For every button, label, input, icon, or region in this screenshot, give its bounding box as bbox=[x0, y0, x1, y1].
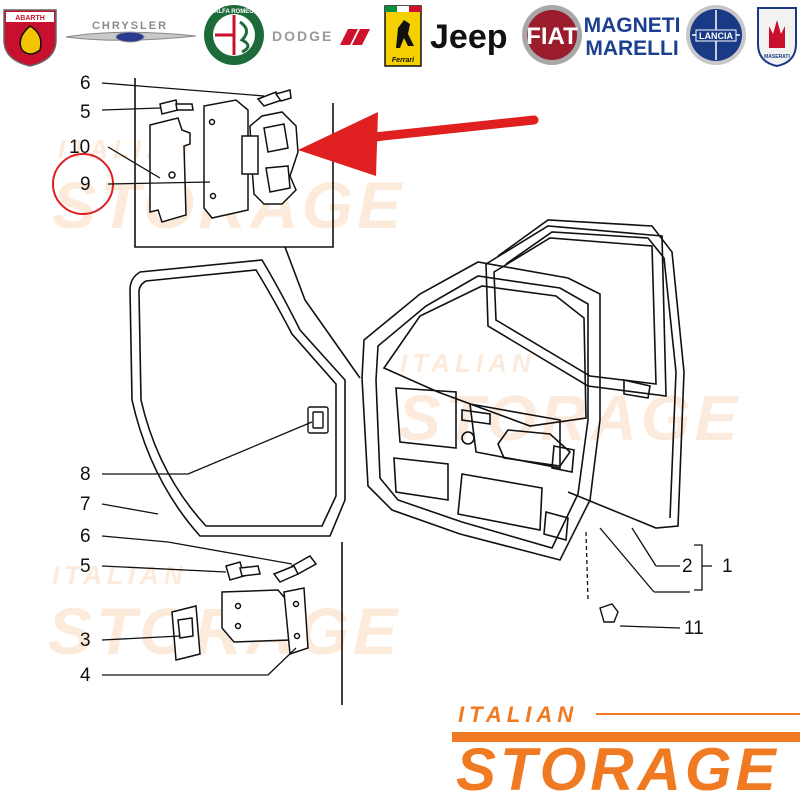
alfa-romeo-logo-text: ALFA ROMEO bbox=[214, 9, 254, 15]
door-cutout-upper-left bbox=[395, 387, 457, 449]
seal-clip-pad bbox=[307, 406, 329, 434]
upper-bolt-head bbox=[159, 99, 179, 115]
logo-bar bbox=[452, 732, 800, 742]
callout-labels: 6 5 10 9 8 7 6 5 3 4 2 1 11 bbox=[69, 73, 733, 686]
highlight-arrow bbox=[298, 112, 539, 176]
upper-hinge-assembly bbox=[149, 89, 299, 223]
lower-hinge-body-plate bbox=[221, 589, 291, 643]
dodge-logo-text: DODGE bbox=[272, 28, 333, 44]
upper-shim-hole bbox=[168, 171, 176, 179]
callout-top-9: 9 bbox=[80, 174, 91, 195]
upper-shim-plate bbox=[149, 117, 191, 223]
dodge-logo[interactable]: DODGE bbox=[272, 28, 370, 45]
lower-stud-tip bbox=[272, 565, 300, 583]
callout-right-2: 2 bbox=[682, 556, 693, 577]
callout-bot-3: 3 bbox=[80, 630, 91, 651]
callout-right-1: 1 bbox=[722, 556, 733, 577]
door-handle-opening bbox=[623, 378, 651, 399]
top-detail-leader bbox=[284, 246, 361, 379]
upper-stud-tip bbox=[274, 89, 292, 102]
upper-hinge-pin bbox=[241, 135, 259, 175]
chrysler-logo-text: CHRYSLER bbox=[92, 20, 168, 32]
door-cutout-lower-left bbox=[393, 457, 449, 501]
magneti-marelli-line2: MARELLI bbox=[585, 37, 678, 60]
fiat-logo[interactable]: FIAT bbox=[522, 5, 582, 65]
jeep-logo[interactable]: Jeep bbox=[430, 18, 508, 56]
leader-lines bbox=[101, 82, 712, 676]
logo-line1: ITALIAN bbox=[458, 702, 578, 727]
retainer-clip bbox=[599, 603, 619, 623]
brand-logo-strip: ABARTH CHRYSLER ALFA ROMEO DODGE bbox=[3, 5, 797, 68]
logo-line2: STORAGE bbox=[456, 736, 780, 800]
lancia-logo-text: LANCIA bbox=[699, 31, 733, 41]
door-drain-hole bbox=[461, 431, 475, 445]
abarth-logo-text: ABARTH bbox=[15, 15, 45, 22]
maserati-logo[interactable]: MASERATI bbox=[757, 7, 797, 68]
upper-bolt-shank bbox=[175, 103, 194, 111]
fiat-logo-text: FIAT bbox=[526, 23, 578, 50]
chrysler-logo[interactable]: CHRYSLER bbox=[65, 20, 197, 43]
door-cutout-lower-right bbox=[457, 473, 543, 531]
lower-bolt-shank bbox=[239, 565, 261, 577]
callout-right-11: 11 bbox=[684, 618, 704, 639]
callout-bot-6: 6 bbox=[80, 526, 91, 547]
callout-top-10: 10 bbox=[69, 137, 90, 158]
watermark-middle-line1: ITALIAN bbox=[400, 348, 536, 378]
magneti-marelli-logo[interactable]: MAGNETI MARELLI bbox=[584, 14, 681, 60]
door-seal bbox=[129, 259, 346, 537]
callout-top-5: 5 bbox=[80, 102, 91, 123]
callout-bot-4: 4 bbox=[80, 665, 91, 686]
abarth-logo[interactable]: ABARTH bbox=[3, 9, 57, 67]
magneti-marelli-line1: MAGNETI bbox=[584, 14, 681, 37]
ferrari-logo-text: Ferrari bbox=[392, 57, 415, 64]
alfa-romeo-logo[interactable]: ALFA ROMEO bbox=[204, 5, 264, 65]
maserati-logo-text: MASERATI bbox=[764, 54, 790, 60]
lancia-logo[interactable]: LANCIA bbox=[686, 5, 746, 65]
watermark-middle-line2: STORAGE bbox=[398, 382, 741, 454]
italian-storage-logo: ITALIAN STORAGE bbox=[452, 702, 800, 800]
watermark-bottom-line1: ITALIAN bbox=[52, 560, 188, 590]
upper-hinge-body-plate bbox=[203, 99, 249, 219]
jeep-logo-text: Jeep bbox=[430, 18, 508, 56]
lower-hinge-door-leaf bbox=[283, 587, 309, 656]
ferrari-logo[interactable]: Ferrari bbox=[384, 5, 422, 67]
callout-bot-5: 5 bbox=[80, 556, 91, 577]
callout-mid-8: 8 bbox=[80, 464, 91, 485]
callout-top-6: 6 bbox=[80, 73, 91, 94]
lower-hinge-assembly bbox=[171, 555, 318, 661]
door-shell bbox=[361, 219, 685, 561]
callout-mid-7: 7 bbox=[80, 494, 91, 515]
